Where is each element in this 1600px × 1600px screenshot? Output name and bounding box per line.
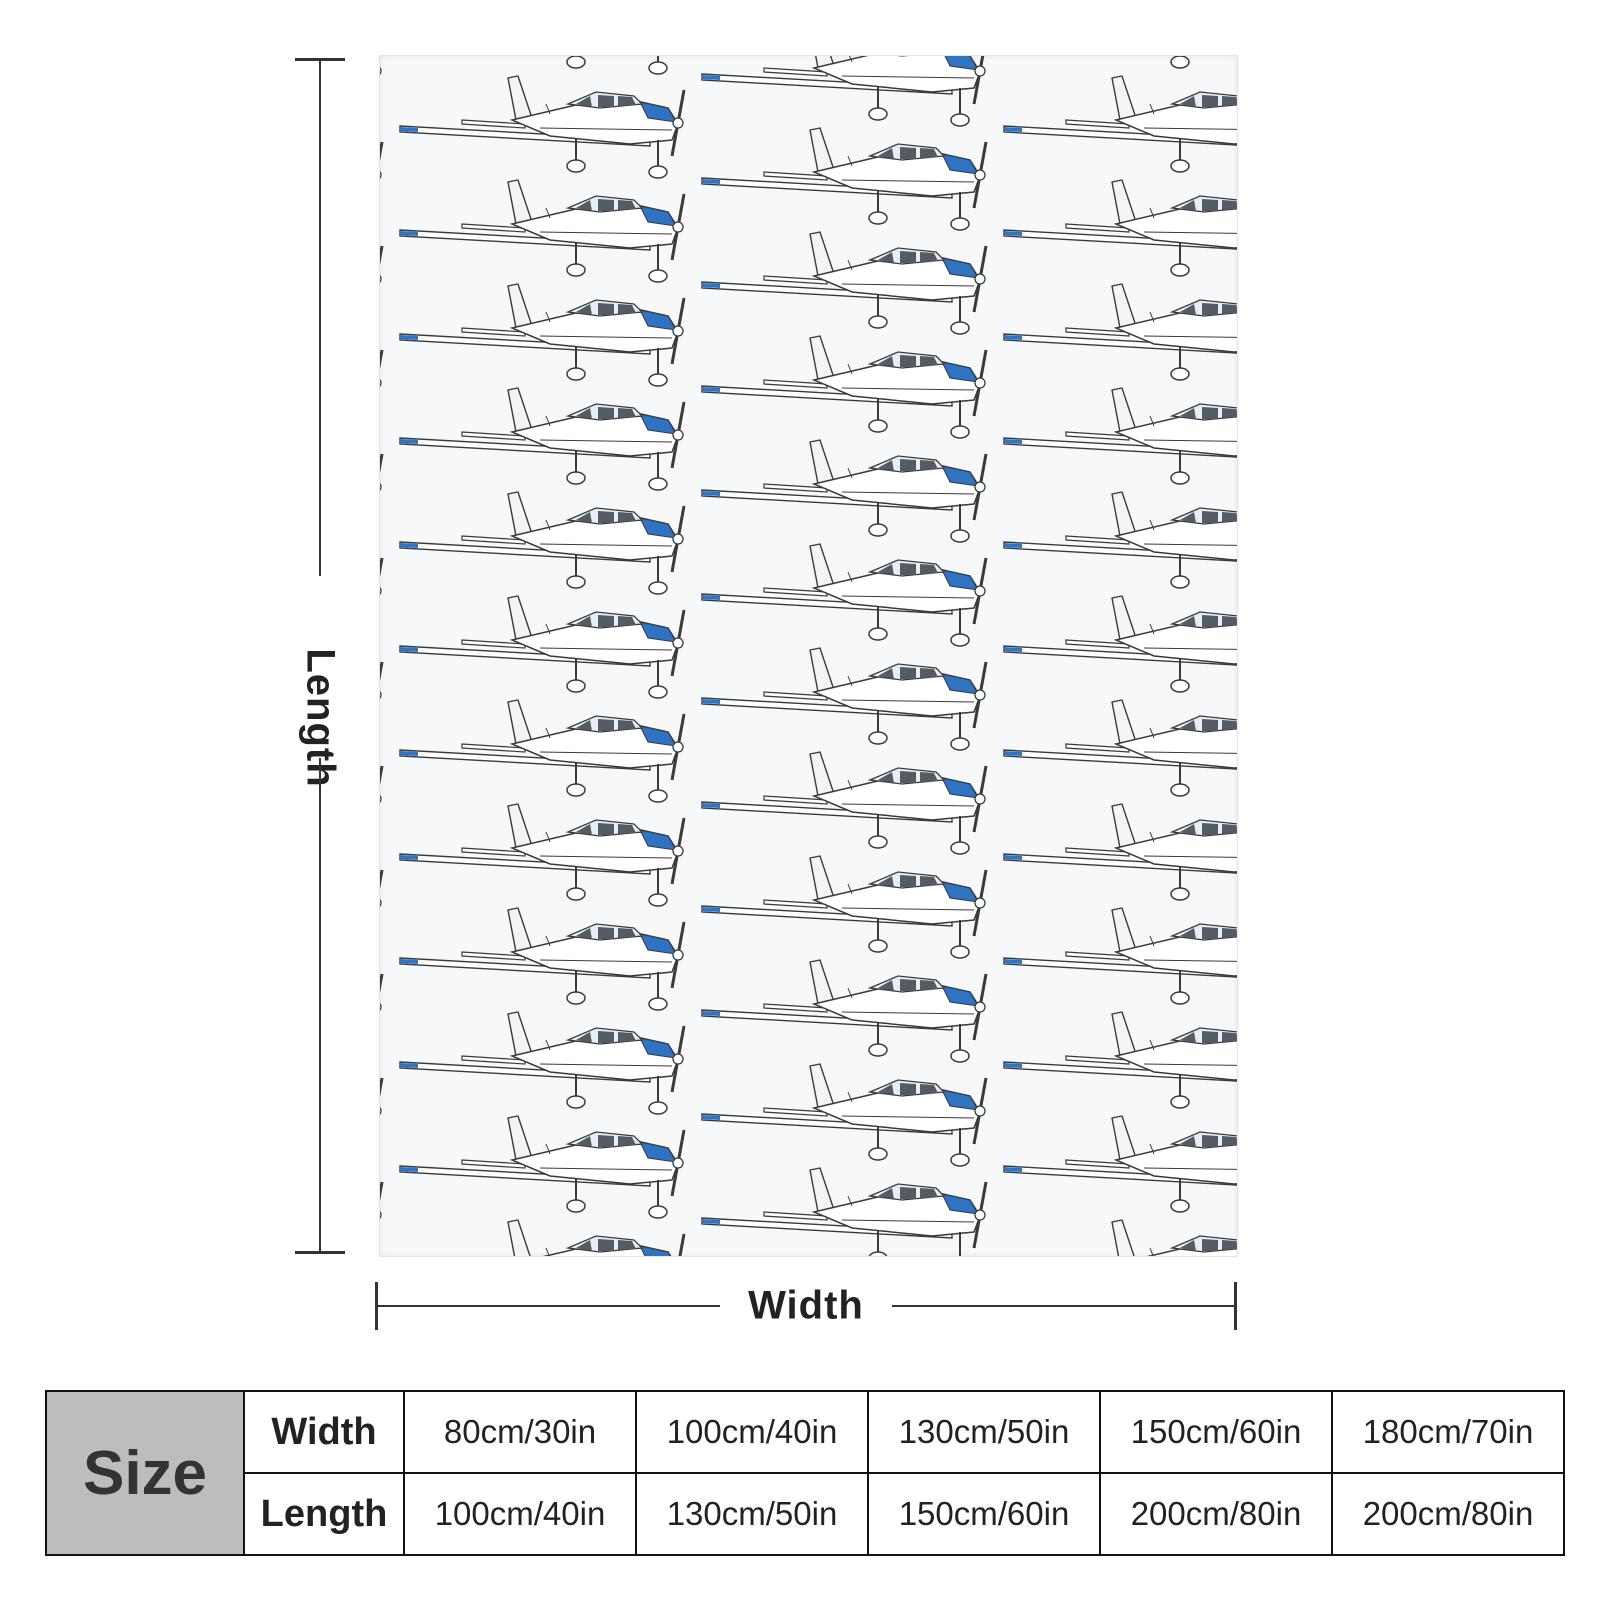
airplane-icon [700, 958, 988, 1064]
airplane-icon [380, 126, 384, 232]
airplane-icon [700, 334, 988, 440]
airplane-icon [398, 1114, 686, 1220]
airplane-icon [398, 282, 686, 388]
width-cell: 130cm/50in [867, 1390, 1101, 1474]
airplane-icon [1002, 906, 1237, 1012]
airplane-icon [380, 56, 384, 128]
airplane-icon [380, 230, 384, 336]
width-cell: 180cm/70in [1331, 1390, 1565, 1474]
length-line-upper [319, 58, 321, 576]
airplane-icon [1002, 56, 1237, 76]
length-cap-bottom [295, 1251, 345, 1254]
airplane-icon [1002, 490, 1237, 596]
width-cell: 150cm/60in [1099, 1390, 1333, 1474]
airplane-icon [700, 750, 988, 856]
width-dimension-indicator: Width [375, 1282, 1237, 1330]
airplane-icon [1002, 282, 1237, 388]
length-cell: 200cm/80in [1099, 1472, 1333, 1556]
airplane-icon [700, 542, 988, 648]
airplane-icon [380, 750, 384, 856]
row-label-length: Length [243, 1472, 405, 1556]
airplane-icon [380, 958, 384, 1064]
airplane-icon [1002, 594, 1237, 700]
row-label-width: Width [243, 1390, 405, 1474]
airplane-icon [1002, 1114, 1237, 1220]
airplane-icon [380, 438, 384, 544]
airplane-icon [398, 56, 686, 76]
airplane-icon [1002, 802, 1237, 908]
airplane-icon [398, 1010, 686, 1116]
airplane-icon [1002, 1010, 1237, 1116]
airplane-icon [1002, 698, 1237, 804]
airplane-icon [700, 56, 988, 128]
airplane-icon [700, 438, 988, 544]
airplane-pattern [380, 56, 1237, 1256]
airplane-icon [398, 594, 686, 700]
airplane-icon [700, 1062, 988, 1168]
airplane-icon [398, 386, 686, 492]
airplane-icon [398, 1218, 686, 1256]
airplane-icon [398, 802, 686, 908]
airplane-icon [398, 906, 686, 1012]
airplane-icon [1002, 1218, 1237, 1256]
airplane-icon [380, 854, 384, 960]
width-cell: 100cm/40in [635, 1390, 869, 1474]
airplane-icon [700, 854, 988, 960]
length-dimension-indicator: Length [295, 58, 345, 1254]
airplane-icon [1002, 178, 1237, 284]
airplane-icon [380, 334, 384, 440]
airplane-icon [700, 230, 988, 336]
width-cell: 80cm/30in [403, 1390, 637, 1474]
airplane-icon [700, 646, 988, 752]
length-cell: 100cm/40in [403, 1472, 637, 1556]
width-line-right [892, 1305, 1237, 1307]
airplane-icon [700, 1166, 988, 1256]
size-header: Size [45, 1390, 245, 1556]
length-line-lower [319, 758, 321, 1254]
airplane-icon [1002, 386, 1237, 492]
airplane-icon [380, 646, 384, 752]
airplane-icon [398, 490, 686, 596]
airplane-icon [700, 126, 988, 232]
width-line-left [375, 1305, 720, 1307]
size-table: Size Width 80cm/30in 100cm/40in 130cm/50… [45, 1390, 1565, 1556]
airplane-icon [398, 74, 686, 180]
airplane-icon [398, 698, 686, 804]
blanket-product-image [379, 55, 1238, 1257]
size-row-length: Length 100cm/40in 130cm/50in 150cm/60in … [46, 1472, 1565, 1556]
airplane-icon [380, 1062, 384, 1168]
width-label: Width [748, 1283, 864, 1328]
length-cell: 200cm/80in [1331, 1472, 1565, 1556]
airplane-icon [380, 1166, 384, 1256]
width-cap-right [1234, 1282, 1237, 1330]
size-row-width: Size Width 80cm/30in 100cm/40in 130cm/50… [45, 1390, 1565, 1556]
length-cell: 150cm/60in [867, 1472, 1101, 1556]
airplane-icon [1002, 74, 1237, 180]
length-cell: 130cm/50in [635, 1472, 869, 1556]
airplane-icon [398, 178, 686, 284]
airplane-icon [380, 542, 384, 648]
